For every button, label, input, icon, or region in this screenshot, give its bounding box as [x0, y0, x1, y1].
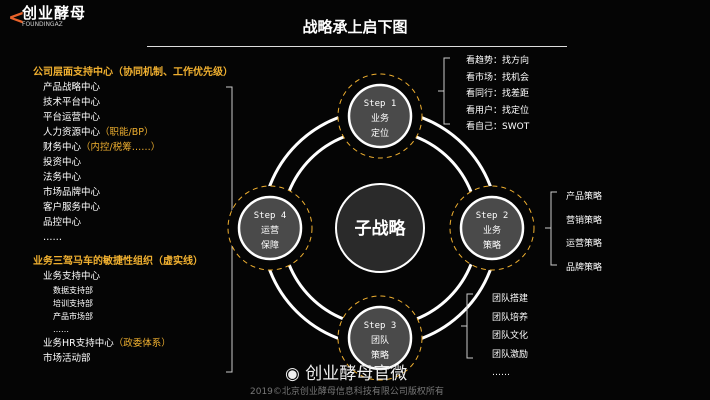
list-item: 团队激励	[492, 349, 529, 360]
step-step: Step 3	[364, 321, 397, 331]
list-item: 法务中心	[43, 170, 233, 185]
step-circle	[347, 83, 413, 149]
title-divider	[147, 46, 567, 47]
list-item: ……	[492, 368, 510, 378]
item-text: 人力资源中心	[43, 127, 101, 138]
sub-list-item: 产品市场部	[53, 312, 93, 321]
section2-heading: 业务三驾马车的敏捷性组织（虚实线）	[33, 256, 203, 267]
item-note: （政委体系）	[113, 338, 171, 349]
logo-sub: FOUNDINGAZ	[22, 21, 63, 28]
list-item: 品控中心	[43, 215, 233, 230]
logo: < 创业酵母 FOUNDINGAZ	[8, 4, 87, 29]
step1-list: 看趋势：找方向看市场：找机会看同行：找差距看用户：找定位看自己：SWOT	[466, 53, 529, 136]
logo-chevron-icon: <	[8, 5, 25, 29]
step-l1: 业务	[371, 112, 389, 124]
logo-name: 创业酵母	[22, 4, 87, 22]
list-item: 财务中心（内控/税筹……）	[43, 140, 233, 155]
step-circle	[237, 195, 303, 261]
item-note: （内控/税筹……）	[81, 142, 161, 153]
list-item: 品牌策略	[566, 262, 603, 273]
weibo-icon: ◉	[285, 364, 300, 384]
watermark: ◉ 创业酵母官微	[285, 364, 407, 384]
list-item: 团队培养	[492, 312, 529, 323]
list-item: 客户服务中心	[43, 200, 233, 215]
list-item: 业务HR支持中心（政委体系）	[43, 336, 233, 351]
list-item: 看市场：找机会	[466, 72, 530, 83]
item-text: 法务中心	[43, 172, 82, 183]
list-item: 产品战略中心	[43, 80, 233, 95]
item-text: 客户服务中心	[43, 202, 101, 213]
list-item: 投资中心	[43, 155, 233, 170]
item-text: 产品战略中心	[43, 82, 101, 93]
list-item: 产品策略	[566, 192, 603, 202]
list-item: 团队文化	[492, 331, 529, 341]
sub-list-item: 数据支持部	[53, 286, 93, 295]
list-item: 业务支持中心	[43, 271, 101, 282]
list-item: 市场活动部	[43, 353, 91, 364]
sub-list-item: 培训支持部	[53, 299, 93, 308]
step-step: Step 1	[364, 99, 397, 109]
item-text: 品控中心	[43, 217, 82, 228]
list-item: 看自己：SWOT	[466, 122, 530, 132]
step-step: Step 4	[254, 211, 287, 221]
item-text: 技术平台中心	[43, 97, 101, 108]
list-item: ……	[43, 230, 233, 245]
step-circle	[347, 305, 413, 371]
item-text: 投资中心	[43, 157, 82, 168]
step2-list: 产品策略营销策略运营策略品牌策略	[566, 186, 602, 280]
list-item: 运营策略	[566, 239, 603, 249]
step1-bracket	[438, 57, 450, 125]
step-l2: 保障	[261, 239, 279, 251]
list-item: 人力资源中心（职能/BP）	[43, 125, 233, 140]
item-text: ……	[43, 232, 62, 243]
item-text: 业务HR支持中心	[43, 338, 114, 349]
list-item: 看用户：找定位	[466, 105, 530, 116]
step-l2: 定位	[371, 127, 389, 139]
list-item: 看趋势：找方向	[466, 56, 530, 66]
item-text: 财务中心	[43, 142, 82, 153]
step-l1: 业务	[483, 224, 501, 236]
step-l2: 策略	[483, 239, 501, 251]
step-circle	[459, 195, 525, 261]
watermark-text: 创业酵母官微	[305, 364, 408, 384]
step-l2: 策略	[371, 349, 389, 361]
page-title: 战略承上启下图	[302, 18, 408, 36]
step-l1: 团队	[371, 334, 389, 346]
step3-list: 团队搭建团队培养团队文化团队激励 ……	[492, 290, 528, 383]
item-text: 平台运营中心	[43, 112, 101, 123]
step2-bracket	[545, 191, 557, 266]
center-circle	[335, 183, 425, 273]
item-note: （职能/BP）	[100, 127, 154, 138]
list-item: 营销策略	[566, 215, 603, 226]
list-item: 市场品牌中心	[43, 185, 233, 200]
list-item: 团队搭建	[492, 294, 529, 304]
center-label: 子战略	[355, 218, 407, 239]
step-l1: 运营	[261, 224, 279, 236]
list-item: 看同行：找差距	[466, 89, 530, 99]
section1-heading: 公司层面支持中心（协同机制、工作优先级）	[33, 67, 233, 78]
left-panel: 公司层面支持中心（协同机制、工作优先级） 产品战略中心技术平台中心平台运营中心人…	[33, 65, 233, 366]
list-item: 平台运营中心	[43, 110, 233, 125]
sub-list-item: ……	[53, 325, 69, 334]
step-step: Step 2	[476, 211, 509, 221]
item-text: 市场品牌中心	[43, 187, 101, 198]
copyright-footer: 2019©北京创业酵母信息科技有限公司版权所有	[250, 387, 444, 397]
list-item: 技术平台中心	[43, 95, 233, 110]
step3-bracket	[461, 293, 473, 359]
